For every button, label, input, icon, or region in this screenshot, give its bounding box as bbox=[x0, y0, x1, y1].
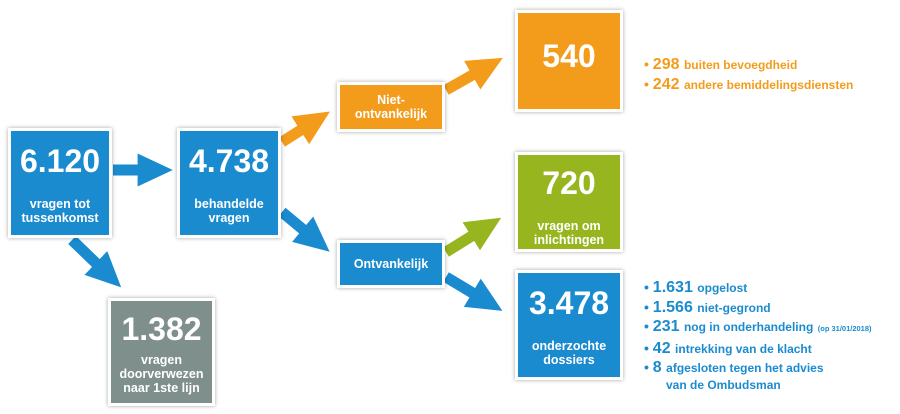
redirected-number: 1.382 bbox=[121, 311, 202, 347]
handled-number: 4.738 bbox=[188, 143, 270, 179]
list-item: • 8 afgesloten tegen het advies bbox=[644, 359, 824, 376]
admissible-label: Ontvankelijk bbox=[353, 257, 429, 271]
inadmissible-label: Niet- ontvankelijk bbox=[354, 93, 428, 121]
inadmissible-box: Niet- ontvankelijk bbox=[337, 82, 445, 132]
redirected-box: 1.382 vragen doorverwezen naar 1ste lijn bbox=[108, 298, 215, 406]
arrow-questions-to-redirected bbox=[68, 236, 122, 288]
handled-box: 4.738 behandelde vragen bbox=[177, 128, 281, 238]
list-item: • 1.566 niet-gegrond bbox=[644, 298, 771, 316]
info-number: 720 bbox=[542, 165, 596, 201]
arrow-handled-to-admissible bbox=[278, 207, 330, 252]
list-item: • 242 andere bemiddelingsdiensten bbox=[644, 76, 854, 93]
list-item: • 42 intrekking van de klacht bbox=[644, 339, 812, 357]
dossiers-label: onderzochte dossiers bbox=[531, 339, 607, 367]
dossiers-number: 3.478 bbox=[528, 285, 610, 321]
questions-label: vragen tot tussenkomst bbox=[21, 197, 99, 225]
dossier-breakdown-list: • 1.631 opgelost • 1.566 niet-gegrond • … bbox=[644, 278, 872, 392]
arrow-admissible-to-info bbox=[443, 217, 502, 257]
list-item: • 231 nog in onderhandeling (op 31/01/20… bbox=[644, 318, 872, 335]
inadmissible-total-box: 540 bbox=[515, 10, 623, 112]
list-item: • 298 buiten bevoegdheid bbox=[644, 56, 798, 73]
dossiers-box: 3.478 onderzochte dossiers bbox=[515, 270, 623, 380]
list-item: van de Ombudsman bbox=[666, 377, 781, 392]
info-label: vragen om inlichtingen bbox=[533, 219, 605, 247]
arrow-inadmissible-to-total bbox=[443, 57, 503, 95]
arrow-handled-to-inadmissible bbox=[279, 111, 330, 147]
inadmissible-breakdown-list: • 298 buiten bevoegdheid • 242 andere be… bbox=[644, 55, 853, 95]
arrow-admissible-to-dossiers bbox=[443, 272, 503, 311]
redirected-label: vragen doorverwezen naar 1ste lijn bbox=[119, 353, 204, 395]
handled-label: behandelde vragen bbox=[194, 197, 264, 225]
inadmissible-total-number: 540 bbox=[542, 38, 596, 74]
admissible-box: Ontvankelijk bbox=[337, 240, 445, 288]
list-item: • 1.631 opgelost bbox=[644, 279, 748, 296]
questions-box: 6.120 vragen tot tussenkomst bbox=[8, 128, 112, 238]
info-box: 720 vragen om inlichtingen bbox=[515, 152, 623, 252]
questions-number: 6.120 bbox=[19, 143, 101, 179]
